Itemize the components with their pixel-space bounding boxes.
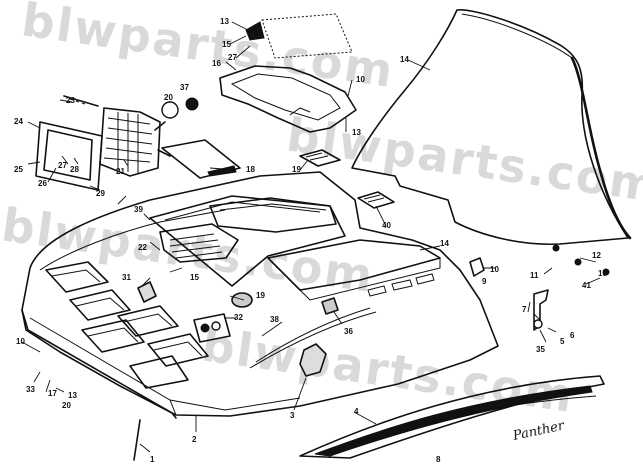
callout-24: 24 — [14, 117, 23, 126]
callout-10-top: 10 — [356, 75, 365, 84]
callout-9: 9 — [482, 277, 487, 286]
watermark-bottom: blwparts.com — [198, 317, 577, 423]
callout-20: 20 — [164, 93, 173, 102]
callout-35: 37 — [180, 83, 189, 92]
leader-lines — [21, 21, 601, 453]
cap-38[interactable] — [321, 297, 339, 315]
callout-30: 19 — [256, 291, 265, 300]
hood-body[interactable] — [21, 171, 499, 419]
callout-8: 8 — [436, 455, 441, 464]
decal-text: Panther — [511, 418, 567, 444]
callout-22: 22 — [138, 243, 147, 252]
callout-15-top: 15 — [222, 40, 231, 49]
callout-2: 2 — [192, 435, 197, 444]
callout-19: 19 — [292, 165, 301, 174]
callout-29: 29 — [96, 189, 105, 198]
callout-16: 16 — [212, 59, 221, 68]
callout-10-left: 10 — [16, 337, 25, 346]
hinge-screws[interactable] — [552, 244, 610, 276]
lens-bracket[interactable] — [161, 139, 241, 179]
seal-pad[interactable] — [245, 13, 353, 59]
callout-23: 23 — [66, 96, 75, 105]
callout-27-lamp: 27 — [58, 161, 67, 170]
vent-plate-upper[interactable] — [299, 149, 341, 167]
callout-18: 18 — [246, 165, 255, 174]
callout-11: 11 — [530, 271, 539, 280]
callout-25: 25 — [14, 165, 23, 174]
callout-28: 28 — [70, 165, 79, 174]
knob-31[interactable] — [137, 281, 157, 303]
callout-41: 41 — [582, 281, 591, 290]
callout-37: 38 — [270, 315, 279, 324]
callout-6: 6 — [570, 331, 575, 340]
callout-32: 32 — [234, 313, 243, 322]
hood-rod[interactable] — [133, 419, 141, 461]
callout-26: 26 — [38, 179, 47, 188]
side-emblem-3[interactable] — [299, 343, 327, 377]
callouts: 13 15 27 16 10 13 14 23 20 37 24 25 26 2… — [14, 17, 607, 464]
callout-14-vent: 15 — [190, 273, 199, 282]
callout-12: 12 — [592, 251, 601, 260]
callout-17: 13 — [220, 17, 229, 26]
callout-13-hood: 14 — [440, 239, 449, 248]
watermark-top: blwparts.com — [18, 0, 397, 98]
callout-40: 40 — [382, 221, 391, 230]
callout-13-left: 13 — [68, 391, 77, 400]
callout-38: 36 — [344, 327, 353, 336]
vent-plate-lower[interactable] — [357, 191, 395, 209]
callout-1: 1 — [150, 455, 155, 464]
grommet-30[interactable] — [231, 292, 253, 308]
callout-21: 21 — [116, 167, 125, 176]
callout-15-left: 17 — [48, 389, 57, 398]
headlight-assembly[interactable] — [35, 95, 199, 191]
callout-7: 7 — [522, 305, 527, 314]
switch-32[interactable] — [193, 313, 231, 343]
callout-36: 35 — [536, 345, 545, 354]
callout-3: 3 — [290, 411, 295, 420]
callout-20-left: 20 — [62, 401, 71, 410]
callout-4: 4 — [354, 407, 359, 416]
callout-31: 31 — [122, 273, 131, 282]
callout-33: 33 — [26, 385, 35, 394]
latch-7[interactable] — [533, 289, 549, 331]
bracket-9[interactable] — [469, 257, 485, 277]
callout-5: 5 — [560, 337, 565, 346]
callout-10-right: 10 — [598, 269, 607, 278]
windshield[interactable] — [351, 9, 632, 246]
callout-14-windshield: 14 — [400, 55, 409, 64]
dash-panel[interactable] — [219, 65, 357, 133]
callout-27-top: 27 — [228, 53, 237, 62]
callout-10-hinge: 10 — [490, 265, 499, 274]
callout-13-top: 13 — [352, 128, 361, 137]
callout-39: 39 — [134, 205, 143, 214]
